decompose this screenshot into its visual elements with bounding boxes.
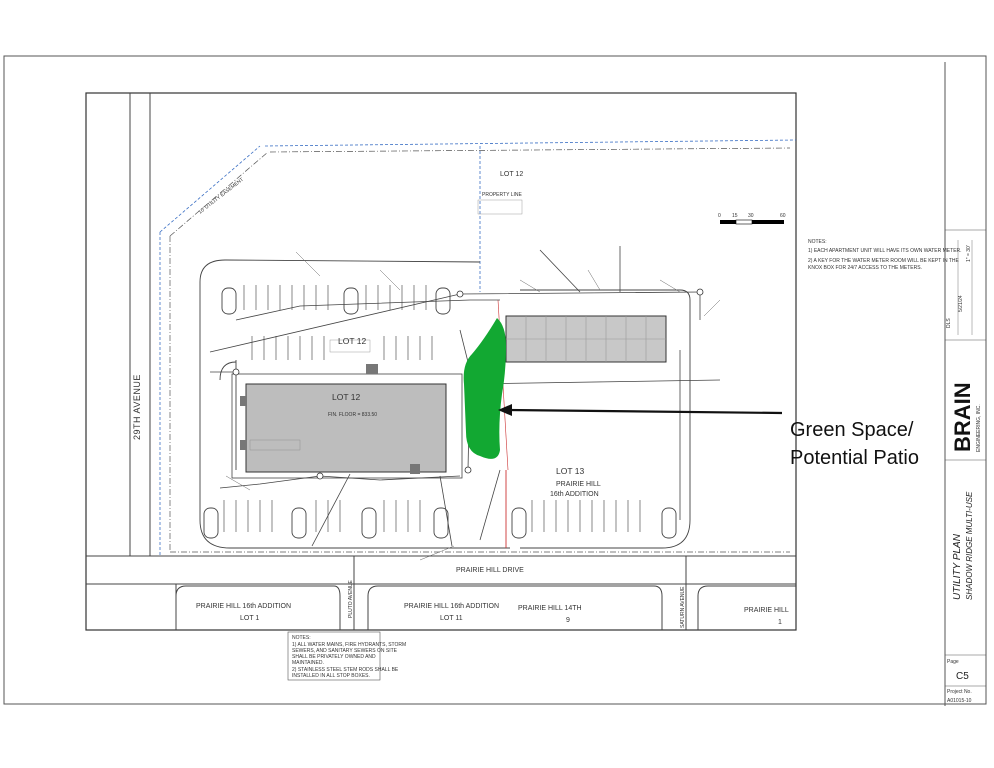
bottom-notes-line: SHALL BE PRIVATELY OWNED AND <box>292 654 376 660</box>
sheet-title: UTILITY PLAN <box>952 533 963 600</box>
project-no-label: Project No. <box>947 689 972 695</box>
bottom-notes-line: MAINTAINED. <box>292 660 324 666</box>
bottom-notes-line: INSTALLED IN ALL STOP BOXES. <box>292 673 370 679</box>
block-1-label: 1 <box>778 619 782 626</box>
page-number: C5 <box>956 671 969 682</box>
bottom-notes-line: 2) STAINLESS STEEL STEM RODS SHALL BE <box>292 667 399 673</box>
hydrants <box>232 288 704 480</box>
scale-0: 0 <box>718 213 721 219</box>
easement-lines <box>159 139 797 555</box>
building-lot13-grid <box>506 316 666 362</box>
block-9-label: 9 <box>566 617 570 624</box>
scale-15: 15 <box>732 213 738 219</box>
green-space-patio <box>463 318 506 459</box>
property-lines <box>169 147 791 553</box>
right-notes-line: KNOX BOX FOR 24/7 ACCESS TO THE METERS. <box>808 265 922 271</box>
bottom-notes-line: SEWERS, AND SANITARY SEWERS ON SITE <box>292 648 398 654</box>
lot12-parking-label: LOT 12 <box>338 336 366 346</box>
addition-16th-label: 16th ADDITION <box>550 491 599 498</box>
lot11-label: LOT 11 <box>440 615 463 622</box>
right-notes-line: 1) EACH APARTMENT UNIT WILL HAVE ITS OWN… <box>808 248 962 254</box>
utility-easement-label: 10' UTILITY EASEMENT <box>198 177 245 216</box>
sheet-border <box>3 55 987 705</box>
drawing-frame <box>85 92 797 631</box>
right-notes-line: 2) A KEY FOR THE WATER METER ROOM WILL B… <box>808 258 960 264</box>
project-name: SHADOW RIDGE MULTI-USE <box>965 491 974 600</box>
finish-floor-label: FIN. FLOOR = 833.50 <box>328 412 377 418</box>
callout-arrow-head <box>498 404 512 416</box>
pluto-avenue-label: PLUTO AVENUE <box>348 579 354 618</box>
ph16-lot11-label: PRAIRIE HILL 16th ADDITION <box>404 603 499 610</box>
title-drawn-by: DLS <box>946 318 952 328</box>
scale-30: 30 <box>748 213 754 219</box>
parking-islands-bottom <box>203 507 677 539</box>
page-label: Page <box>947 659 959 665</box>
lot12-top-label: LOT 12 <box>500 171 523 178</box>
building-lot12 <box>245 383 447 473</box>
right-notes-heading: NOTES: <box>808 239 827 245</box>
bottom-notes-box <box>287 631 381 681</box>
site-outline <box>199 259 691 549</box>
lot13-label: LOT 13 <box>556 466 584 476</box>
ph-right-label: PRAIRIE HILL <box>744 607 789 614</box>
building-entries <box>240 364 420 474</box>
parking-stripes-middle <box>251 336 433 360</box>
bottom-notes-heading: NOTES: <box>292 635 311 641</box>
lot1-label: LOT 1 <box>240 615 259 622</box>
bottom-notes-line: 1) ALL WATER MAINS, FIRE HYDRANTS, STORM <box>292 642 406 648</box>
callout-arrow-line <box>507 408 783 415</box>
lot12-building-label: LOT 12 <box>332 392 360 402</box>
green-space-callout: Green Space/ Potential Patio <box>790 416 919 472</box>
company-subtitle: ENGINEERING, INC. <box>976 404 982 452</box>
scale-60: 60 <box>780 213 786 219</box>
avenue-29th-label: 29TH AVENUE <box>132 374 142 440</box>
title-date: 5/21/24 <box>958 295 964 312</box>
callout-line-2: Potential Patio <box>790 447 919 469</box>
scale-bar <box>720 219 784 225</box>
ph14-label: PRAIRIE HILL 14TH <box>518 605 582 612</box>
callout-line-1: Green Space/ <box>790 419 914 441</box>
parking-stripes-bottom <box>223 500 641 532</box>
company-logo: BRAIN <box>950 382 975 452</box>
prairie-hill-drive-label: PRAIRIE HILL DRIVE <box>456 567 524 574</box>
annotation-blocks <box>249 199 523 451</box>
roads <box>86 93 796 630</box>
project-no: A01015-10 <box>947 698 972 704</box>
title-block <box>945 229 986 687</box>
prairie-hill-lot13-label: PRAIRIE HILL <box>556 481 601 488</box>
leader-lines <box>225 251 721 561</box>
ph16-lot1-label: PRAIRIE HILL 16th ADDITION <box>196 603 291 610</box>
saturn-avenue-label: SATURN AVENUE <box>680 586 686 628</box>
title-scale: 1" = 30' <box>966 245 972 262</box>
property-line-label: PROPERTY LINE <box>482 192 522 198</box>
